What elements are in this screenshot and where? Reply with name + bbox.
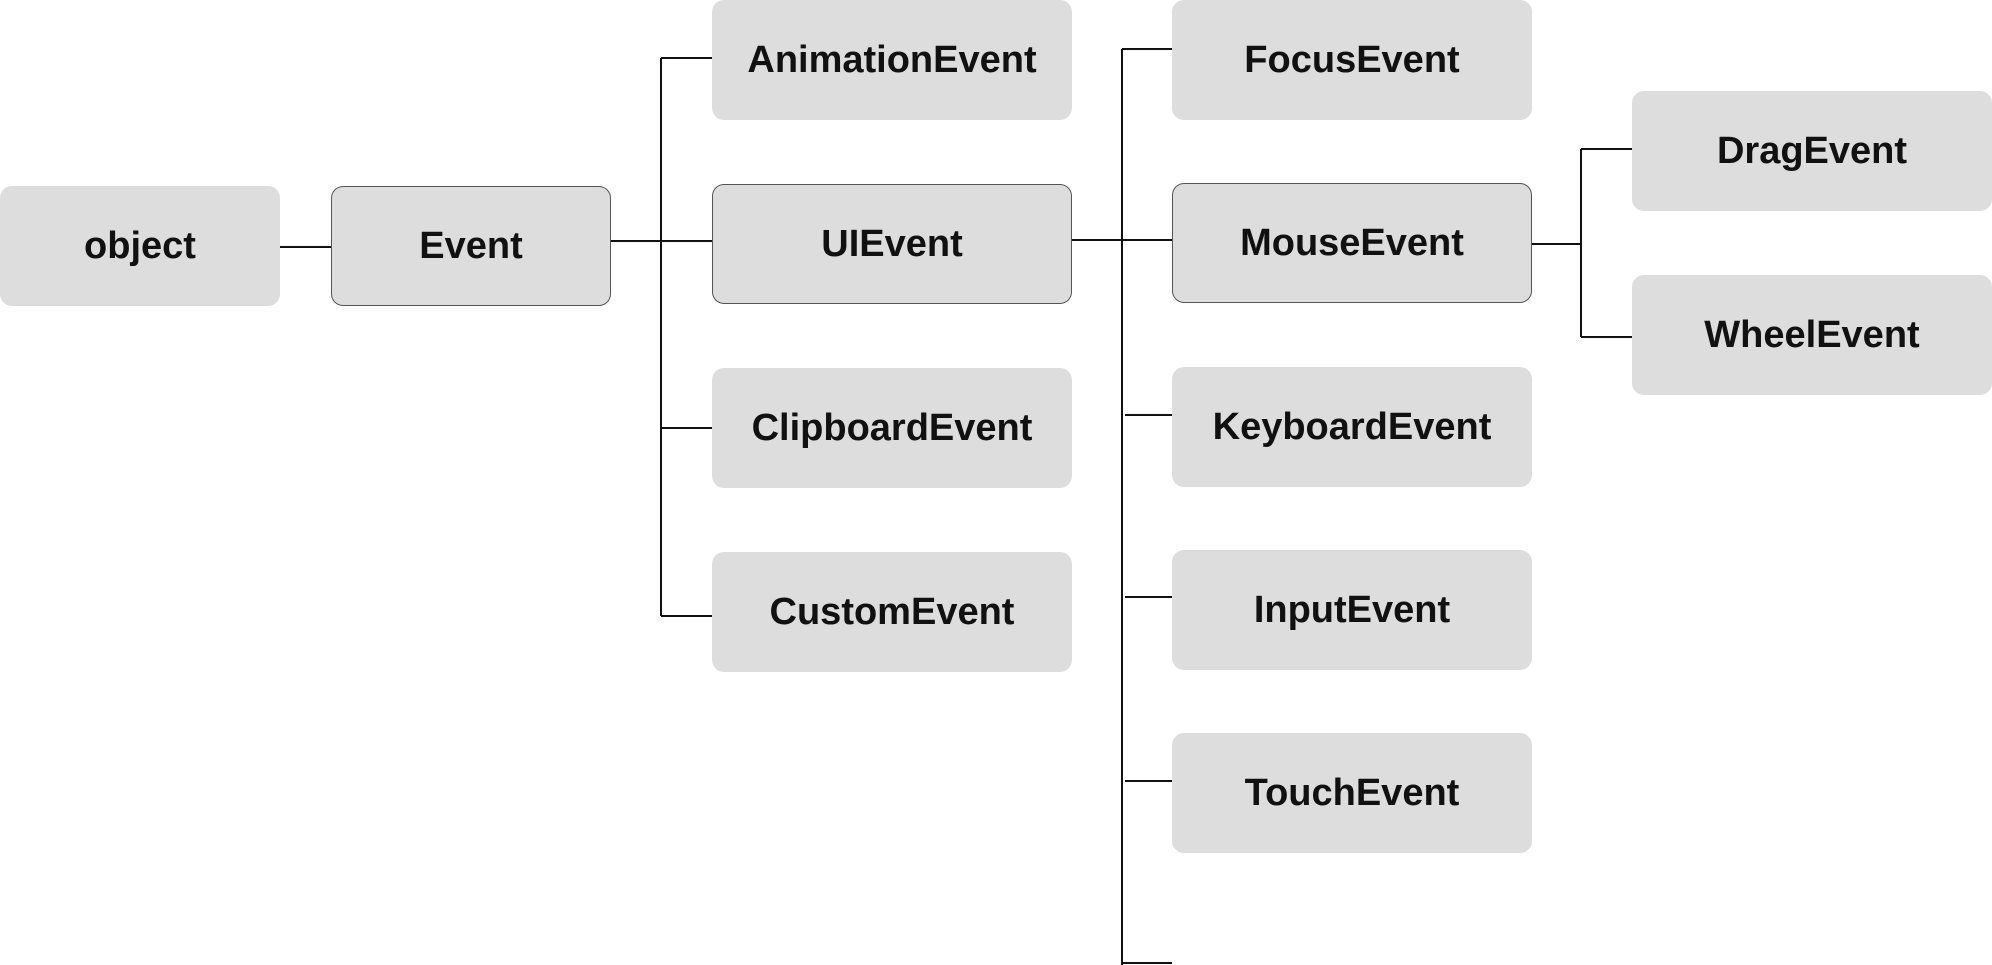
- connector-event-trunk: [611, 58, 662, 616]
- node-object: object: [0, 186, 280, 306]
- node-keyboard-event: KeyboardEvent: [1172, 367, 1532, 487]
- node-mouse-event: MouseEvent: [1172, 183, 1532, 303]
- node-input-event: InputEvent: [1172, 550, 1532, 670]
- node-clipboard-event: ClipboardEvent: [712, 368, 1072, 488]
- node-custom-event: CustomEvent: [712, 552, 1072, 672]
- node-event: Event: [331, 186, 611, 306]
- node-animation-event: AnimationEvent: [712, 0, 1072, 120]
- node-drag-event: DragEvent: [1632, 91, 1992, 211]
- node-touch-event: TouchEvent: [1172, 733, 1532, 853]
- node-ui-event: UIEvent: [712, 184, 1072, 304]
- node-focus-event: FocusEvent: [1172, 0, 1532, 120]
- connector-ui-trunk: [1072, 49, 1123, 965]
- node-wheel-event: WheelEvent: [1632, 275, 1992, 395]
- connector-mouse-trunk: [1532, 149, 1582, 337]
